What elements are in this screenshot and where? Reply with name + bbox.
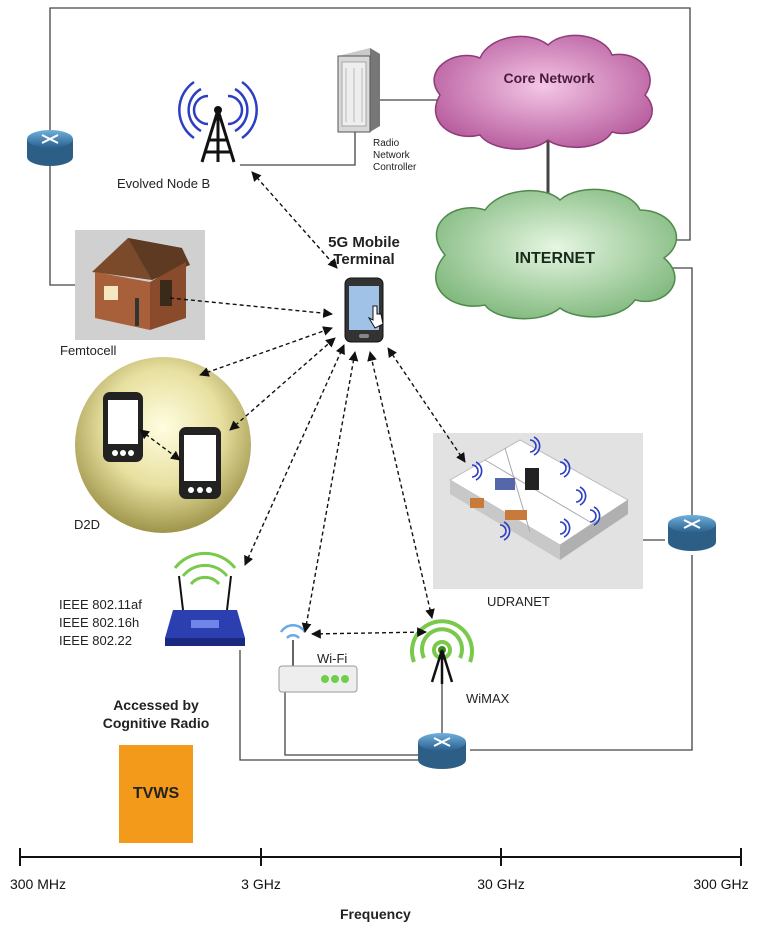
evolved-node-b-label: Evolved Node B bbox=[117, 176, 211, 191]
house-icon bbox=[75, 230, 205, 340]
router-icon bbox=[27, 130, 73, 166]
wifi-label: Wi-Fi bbox=[317, 651, 348, 666]
core-network-cloud bbox=[433, 34, 653, 150]
frequency-axis bbox=[19, 848, 742, 866]
tvws-box bbox=[119, 745, 193, 843]
smartphone-icon bbox=[179, 427, 221, 499]
udranet-label: UDRANET bbox=[487, 594, 550, 609]
tick-label: 300 MHz bbox=[9, 876, 67, 892]
wimax-tower-icon bbox=[410, 619, 474, 684]
wimax-label: WiMAX bbox=[466, 691, 510, 706]
tick-label: 300 GHz bbox=[693, 876, 749, 892]
tvws-label: TVWS bbox=[132, 785, 180, 802]
wireless-links bbox=[139, 171, 466, 639]
d2d-label: D2D bbox=[74, 517, 101, 532]
cognitive-radio-label: Accessed by Cognitive Radio bbox=[102, 697, 210, 731]
frequency-axis-title: Frequency bbox=[340, 906, 411, 922]
femtocell-label: Femtocell bbox=[60, 343, 117, 358]
internet-cloud bbox=[435, 188, 678, 320]
cell-tower-icon bbox=[178, 80, 258, 163]
ieee-standard-label: IEEE 802.16h bbox=[59, 615, 140, 630]
smartphone-icon bbox=[344, 277, 384, 343]
floorplan-icon bbox=[433, 433, 643, 589]
d2d-circle bbox=[75, 357, 251, 533]
ieee-standard-label: IEEE 802.11af bbox=[59, 597, 142, 612]
router-icon bbox=[668, 515, 716, 551]
tick-label: 30 GHz bbox=[477, 876, 525, 892]
wireless-router-icon bbox=[165, 551, 245, 646]
smartphone-icon bbox=[103, 392, 143, 462]
wireless-router-icon bbox=[278, 623, 358, 693]
internet-label: INTERNET bbox=[515, 250, 595, 267]
terminal-label: 5G Mobile Terminal bbox=[328, 234, 400, 268]
router-icon bbox=[418, 733, 466, 769]
tick-label: 3 GHz bbox=[241, 876, 281, 892]
radio-network-controller-label: Radio Network Controller bbox=[373, 138, 417, 173]
core-network-label: Core Network bbox=[503, 70, 595, 86]
ieee-standard-label: IEEE 802.22 bbox=[59, 633, 132, 648]
server-rack-icon bbox=[337, 48, 380, 133]
